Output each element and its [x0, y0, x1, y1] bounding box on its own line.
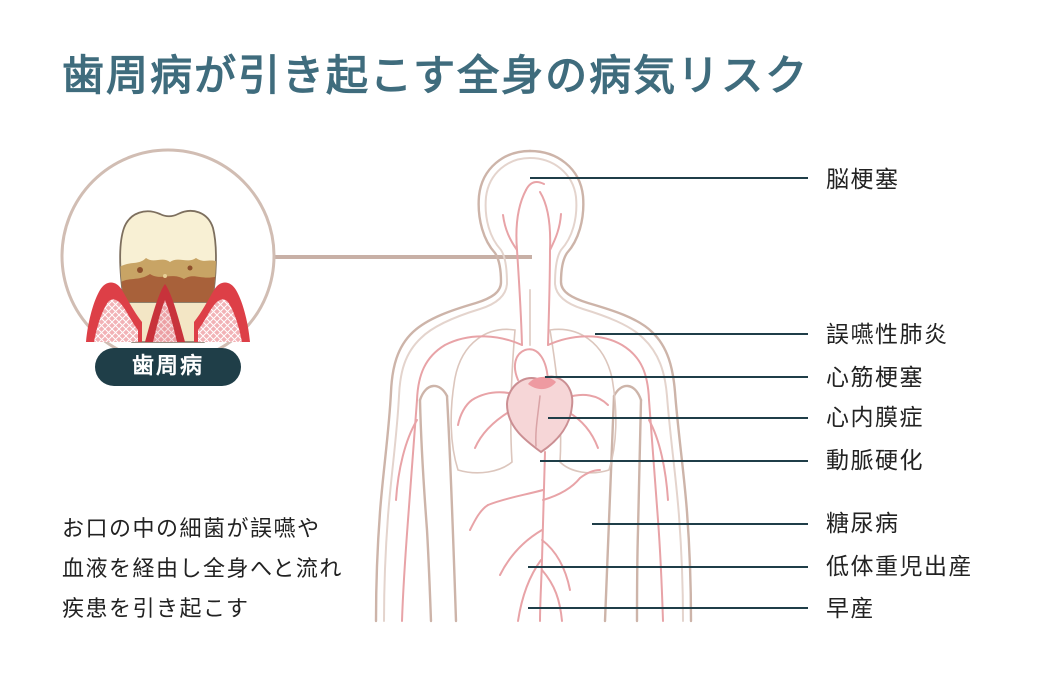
disease-label: 誤嚥性肺炎: [826, 322, 949, 348]
disease-label: 糖尿病: [826, 511, 900, 537]
heart-icon: [505, 375, 574, 454]
description-line: お口の中の細菌が誤嚥や: [62, 517, 321, 542]
tooth-inset: [60, 148, 532, 364]
disease-label: 動脈硬化: [826, 448, 924, 474]
disease-label: 低体重児出産: [826, 554, 973, 580]
periodontal-badge: 歯周病: [95, 348, 241, 386]
disease-label: 早産: [826, 596, 875, 622]
human-body-circulatory-icon: [374, 149, 693, 623]
body-inner-outline: [383, 157, 684, 622]
description-line: 血液を経由し全身へと流れ: [62, 557, 343, 582]
disease-label: 脳梗塞: [826, 167, 900, 193]
body-outline: [374, 149, 693, 623]
tooth-with-periodontal-disease-icon: [86, 210, 250, 343]
pointer-lines: [528, 177, 808, 609]
disease-label: 心筋梗塞: [826, 365, 924, 391]
description-line: 疾患を引き起こす: [62, 597, 250, 622]
description-text: お口の中の細菌が誤嚥や 血液を経由し全身へと流れ 疾患を引き起こす: [62, 510, 343, 630]
disease-label: 心内膜症: [826, 405, 924, 431]
page-title: 歯周病が引き起こす全身の病気リスク: [62, 51, 810, 100]
